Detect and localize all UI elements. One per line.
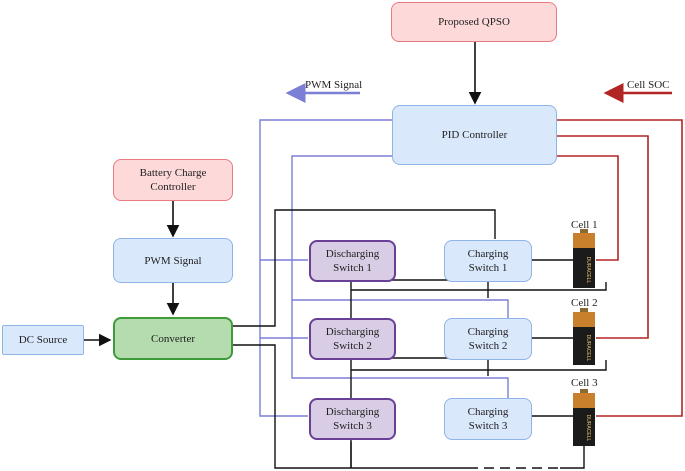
dc-source-label: DC Source <box>18 334 68 346</box>
ch1-label-line2: Switch 1 <box>468 262 508 274</box>
charging-switch-2: Charging Switch 2 <box>444 318 532 360</box>
pwm-signal-label: PWM Signal <box>144 254 202 267</box>
dis2-label-line1: Discharging <box>325 326 380 338</box>
battery-2-brand: DURACELL <box>585 335 591 362</box>
ch3-label-line1: Charging <box>467 406 509 418</box>
dis3-label-line2: Switch 3 <box>333 420 372 432</box>
cell-1-label: Cell 1 <box>571 219 598 231</box>
legend-soc-label: Cell SOC <box>627 79 670 91</box>
cell3-return-link <box>560 458 585 469</box>
discharging-switch-1: Discharging Switch 1 <box>309 240 396 282</box>
pwm-signal-lines <box>259 119 509 417</box>
ch1-label-line1: Charging <box>467 248 509 260</box>
charging-switch-1: Charging Switch 1 <box>444 240 532 282</box>
bcc-label-line2: Controller <box>150 181 196 193</box>
discharging-switch-3: Discharging Switch 3 <box>309 398 396 440</box>
battery-3-brand: DURACELL <box>585 415 591 442</box>
power-lines <box>232 209 607 469</box>
ch2-label-line1: Charging <box>467 326 509 338</box>
dis1-label-line2: Switch 1 <box>333 262 372 274</box>
pwm-signal-node: PWM Signal <box>113 238 233 283</box>
dis3-label-line1: Discharging <box>325 406 380 418</box>
discharging-switch-2: Discharging Switch 2 <box>309 318 396 360</box>
battery-cell-3 <box>573 389 595 446</box>
battery-1-brand: DURACELL <box>585 257 591 284</box>
cell-2-label: Cell 2 <box>571 297 598 309</box>
battery-cell-1 <box>573 229 595 288</box>
ch2-label-line2: Switch 2 <box>468 340 508 352</box>
bcc-label-line1: Battery Charge <box>139 167 207 179</box>
charging-switch-3: Charging Switch 3 <box>444 398 532 440</box>
ch3-label-line2: Switch 3 <box>468 420 508 432</box>
converter-node: Converter <box>113 317 233 360</box>
dc-source-node: DC Source <box>2 325 84 355</box>
legend-pwm-label: PWM Signal <box>305 79 363 91</box>
proposed-qpso-label: Proposed QPSO <box>438 16 510 28</box>
dis2-label-line2: Switch 2 <box>333 340 372 352</box>
cell-3-label: Cell 3 <box>571 377 598 389</box>
pid-controller-label: PID Controller <box>441 129 508 141</box>
battery-charge-controller-node: Battery Charge Controller <box>113 159 233 201</box>
pid-controller-node: PID Controller <box>392 105 557 165</box>
battery-cell-2 <box>573 308 595 365</box>
converter-label: Converter <box>151 332 195 345</box>
soc-signal-lines <box>557 119 683 417</box>
proposed-qpso-node: Proposed QPSO <box>391 2 557 42</box>
dis1-label-line1: Discharging <box>325 248 380 260</box>
